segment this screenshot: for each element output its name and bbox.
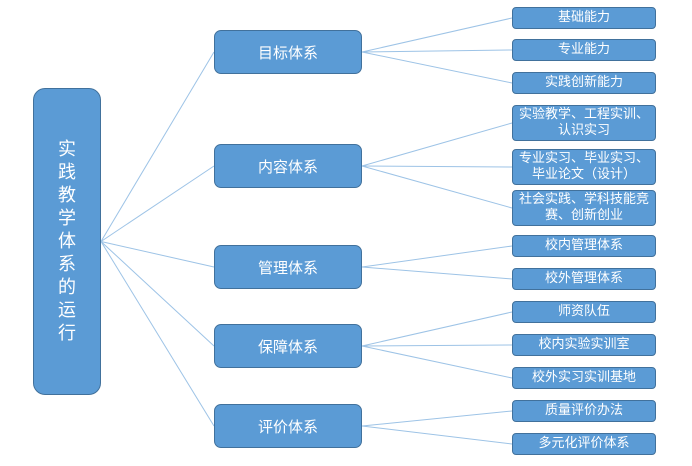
root-label: 实践教学体系的运行 <box>58 139 76 344</box>
leaf-node: 师资队伍 <box>512 301 656 323</box>
leaf-label: 专业实习、毕业实习、毕业论文（设计） <box>518 151 649 182</box>
category-label: 内容体系 <box>257 157 318 176</box>
leaf-label: 实践创新能力 <box>544 75 623 90</box>
connector-line <box>361 345 513 379</box>
leaf-node: 校外管理体系 <box>512 268 656 290</box>
leaf-node: 实验教学、工程实训、认识实习 <box>512 105 656 141</box>
connector-line <box>361 266 513 280</box>
connector-line <box>100 241 215 268</box>
category-node-support: 保障体系 <box>214 324 362 368</box>
leaf-node: 校内实验实训室 <box>512 334 656 356</box>
connector-line <box>100 241 215 427</box>
category-node-content: 内容体系 <box>214 144 362 188</box>
leaf-node: 社会实践、学科技能竞赛、创新创业 <box>512 190 656 226</box>
connector-line <box>361 165 513 209</box>
category-node-evaluation: 评价体系 <box>214 404 362 448</box>
leaf-node: 实践创新能力 <box>512 72 656 94</box>
category-node-target: 目标体系 <box>214 30 362 74</box>
connector-line <box>361 51 513 84</box>
leaf-label: 校内管理体系 <box>544 238 623 253</box>
leaf-label: 实验教学、工程实训、认识实习 <box>518 107 649 138</box>
leaf-label: 质量评价办法 <box>544 403 623 418</box>
leaf-node: 校内管理体系 <box>512 235 656 257</box>
leaf-label: 专业能力 <box>557 42 610 57</box>
connector-line <box>361 410 513 427</box>
leaf-node: 质量评价办法 <box>512 400 656 422</box>
leaf-node: 专业实习、毕业实习、毕业论文（设计） <box>512 149 656 185</box>
connector-line <box>361 344 513 347</box>
connector-line <box>361 165 513 168</box>
leaf-label: 师资队伍 <box>557 304 610 319</box>
leaf-label: 多元化评价体系 <box>538 436 630 451</box>
root-node: 实践教学体系的运行 <box>33 88 101 395</box>
connector-line <box>361 311 513 347</box>
leaf-label: 社会实践、学科技能竞赛、创新创业 <box>518 192 649 223</box>
leaf-node: 基础能力 <box>512 7 656 29</box>
leaf-node: 校外实习实训基地 <box>512 367 656 389</box>
category-label: 评价体系 <box>257 417 318 436</box>
leaf-label: 校外实习实训基地 <box>531 370 636 385</box>
connector-line <box>361 245 513 268</box>
leaf-label: 基础能力 <box>557 10 610 25</box>
category-node-management: 管理体系 <box>214 245 362 289</box>
connector-line <box>100 241 215 347</box>
connector-line <box>361 17 513 53</box>
connector-line <box>100 165 215 242</box>
category-label: 保障体系 <box>257 337 318 356</box>
connector-line <box>361 425 513 445</box>
category-label: 目标体系 <box>257 43 318 62</box>
leaf-node: 多元化评价体系 <box>512 433 656 455</box>
connector-line <box>100 51 215 242</box>
leaf-node: 专业能力 <box>512 39 656 61</box>
category-label: 管理体系 <box>257 258 318 277</box>
connector-line <box>361 122 513 167</box>
connector-line <box>361 49 513 53</box>
leaf-label: 校外管理体系 <box>544 271 623 286</box>
leaf-label: 校内实验实训室 <box>538 337 630 352</box>
